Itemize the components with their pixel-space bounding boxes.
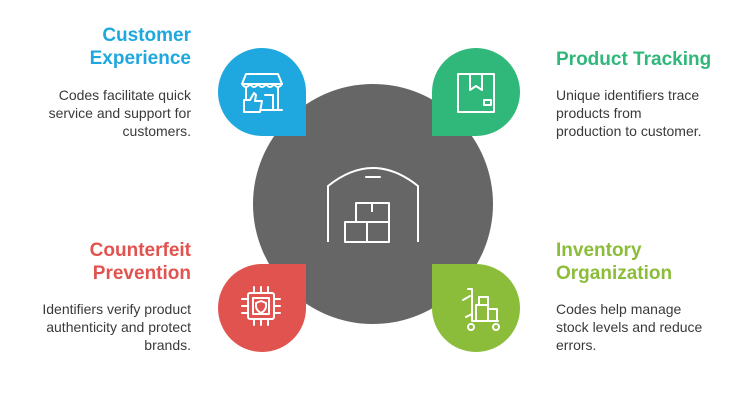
product-desc-line1: Unique identifiers trace: [556, 87, 700, 103]
inventory-desc-line1: Codes help manage: [556, 301, 682, 317]
inventory-title-line2: Organization: [556, 263, 673, 284]
customer-desc-line1: Codes facilitate quick: [58, 87, 191, 103]
storefront-thumbs-up-icon: [241, 73, 283, 113]
inventory-description: Codes help manage stock levels and reduc…: [556, 300, 702, 354]
package-box-icon: [457, 73, 495, 113]
hand-truck-boxes-icon: [462, 288, 500, 331]
customer-description: Codes facilitate quick service and suppo…: [49, 86, 191, 140]
inventory-title-line1: Inventory: [556, 240, 642, 261]
customer-title: Customer Experience: [90, 24, 191, 70]
counterfeit-desc-line3: brands.: [144, 337, 191, 353]
inventory-desc-line2: stock levels and reduce: [556, 319, 703, 335]
product-desc-line2: products from: [556, 105, 642, 121]
counterfeit-title: Counterfeit Prevention: [90, 239, 191, 285]
product-title: Product Tracking: [556, 48, 711, 71]
counterfeit-bubble: [218, 264, 306, 352]
chip-shield-icon: [241, 286, 281, 326]
customer-title-line1: Customer: [102, 25, 191, 46]
counterfeit-title-line1: Counterfeit: [89, 240, 191, 261]
inventory-desc-line3: errors.: [556, 337, 597, 353]
counterfeit-desc-line1: Identifiers verify product: [42, 301, 191, 317]
product-title-line1: Product Tracking: [556, 49, 712, 70]
customer-desc-line3: customers.: [122, 123, 191, 139]
counterfeit-description: Identifiers verify product authenticity …: [42, 300, 191, 354]
warehouse-boxes-icon: [327, 167, 419, 243]
customer-desc-line2: service and support for: [48, 105, 191, 121]
customer-title-line2: Experience: [89, 48, 191, 69]
counterfeit-title-line2: Prevention: [92, 263, 191, 284]
product-description: Unique identifiers trace products from p…: [556, 86, 702, 140]
inventory-title: Inventory Organization: [556, 239, 672, 285]
product-desc-line3: production to customer.: [556, 123, 702, 139]
counterfeit-desc-line2: authenticity and protect: [46, 319, 191, 335]
customer-bubble: [218, 48, 306, 136]
product-bubble: [432, 48, 520, 136]
